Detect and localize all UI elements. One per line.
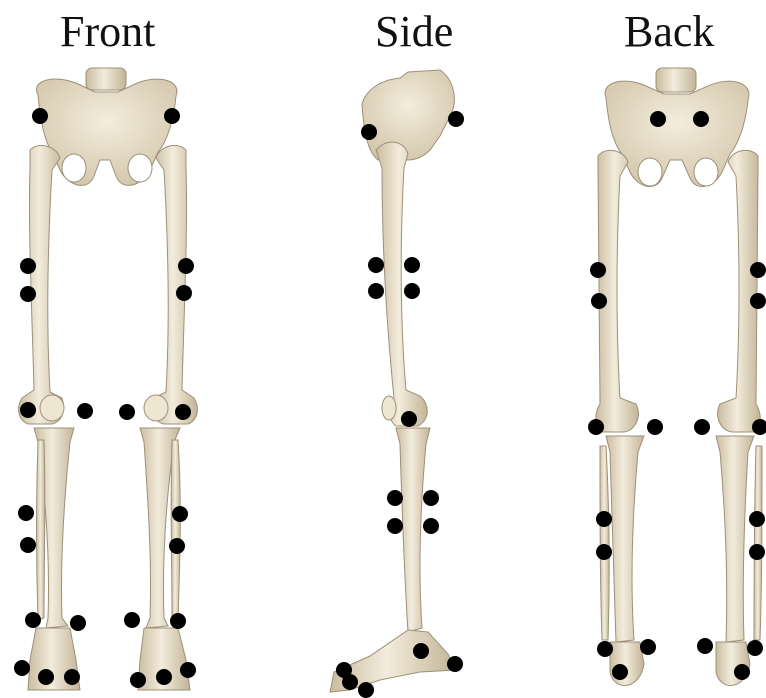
marker [387,490,403,506]
marker [650,111,666,127]
marker [597,641,613,657]
marker [172,506,188,522]
marker [750,293,766,309]
marker [647,419,663,435]
marker [18,505,34,521]
back-skeleton [596,68,762,685]
marker [612,664,628,680]
back-obturator-left [638,158,662,186]
back-fibula-left [600,446,609,640]
back-obturator-right [694,158,718,186]
marker [119,404,135,420]
marker [591,293,607,309]
front-femur-left [19,145,64,424]
marker [175,404,191,420]
marker [38,669,54,685]
marker [747,640,763,656]
marker [693,111,709,127]
marker [413,643,429,659]
marker [169,538,185,554]
marker [14,660,30,676]
front-patella-right [144,395,168,421]
side-pelvis [362,70,454,160]
marker [20,286,36,302]
marker [32,108,48,124]
front-obturator-right [128,154,152,182]
marker [404,283,420,299]
marker [176,285,192,301]
marker [404,257,420,273]
marker [734,664,750,680]
marker [694,419,710,435]
front-skeleton [19,68,198,690]
marker [342,674,358,690]
marker [401,411,417,427]
marker [64,669,80,685]
marker [423,490,439,506]
marker [170,613,186,629]
side-femur [376,142,427,426]
marker [588,419,604,435]
front-fibula-right [171,440,180,620]
marker [180,662,196,678]
back-heel-left [610,642,644,685]
front-patella-left [40,395,64,421]
marker [20,537,36,553]
back-tibia-right [716,436,754,642]
front-pelvis [36,79,176,185]
marker [361,124,377,140]
marker [749,544,765,560]
marker [750,262,766,278]
side-patella [382,396,396,420]
marker [596,511,612,527]
marker [77,403,93,419]
marker [156,669,172,685]
marker [640,639,656,655]
marker [358,682,374,698]
back-pelvis [605,81,749,186]
marker [70,615,86,631]
marker [368,283,384,299]
back-tibia-left [606,436,644,642]
marker [20,402,36,418]
marker [178,258,194,274]
back-femur-right [718,150,761,432]
marker [423,518,439,534]
marker [749,511,765,527]
front-fibula-left [37,440,45,620]
front-femur-right [152,145,197,424]
marker [25,612,41,628]
marker [20,258,36,274]
marker [124,612,140,628]
marker [596,544,612,560]
side-skeleton [330,70,456,692]
marker [368,257,384,273]
back-femur-left [596,150,639,432]
marker [697,638,713,654]
back-fibula-right [754,446,762,640]
marker [130,672,146,688]
marker [448,111,464,127]
back-lumbar-vertebra [656,68,696,92]
marker [164,108,180,124]
marker [387,518,403,534]
marker [590,262,606,278]
front-lumbar-vertebra [86,68,126,90]
marker [447,656,463,672]
front-obturator-left [62,154,86,182]
